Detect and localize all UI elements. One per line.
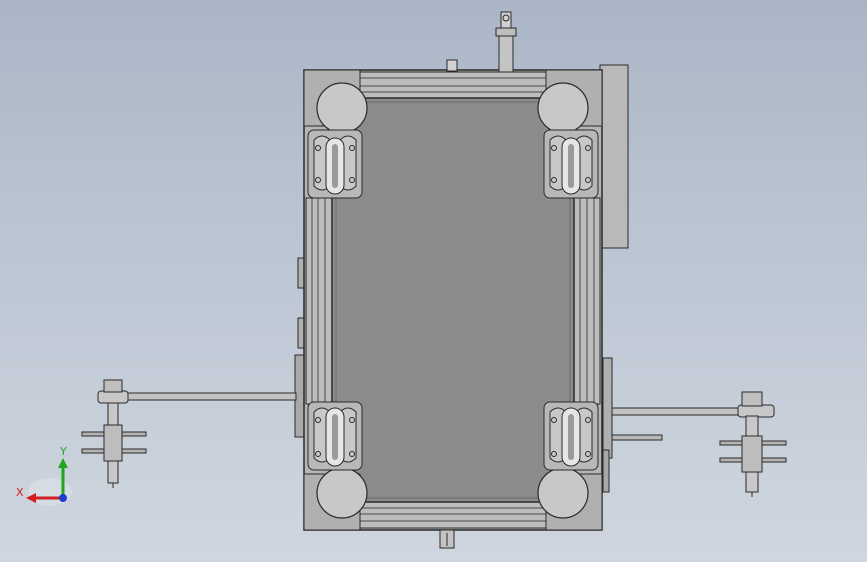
caster-wheel-top-left xyxy=(307,129,363,199)
center-panel xyxy=(331,97,575,503)
side-plate-right xyxy=(599,64,629,493)
roller-bottom-right xyxy=(537,467,603,531)
roller-bottom-left xyxy=(303,467,368,531)
triad-x-arrow xyxy=(26,493,36,503)
triad-x-label: X xyxy=(16,486,24,499)
axis-triad: Y X xyxy=(16,445,72,506)
caster-wheel-top-right xyxy=(543,129,599,199)
bottom-fitting xyxy=(439,529,455,549)
triad-y-arrow xyxy=(58,458,68,468)
caster-wheel-bottom-left xyxy=(307,401,363,471)
arm-assembly-left xyxy=(81,379,297,488)
caster-wheel-bottom-right xyxy=(543,401,599,471)
arm-assembly-right xyxy=(611,391,787,497)
triad-y-label: Y xyxy=(59,445,67,458)
top-fitting xyxy=(446,11,517,73)
roller-top-left xyxy=(303,69,368,134)
roller-top-right xyxy=(537,69,603,134)
triad-z-axis xyxy=(59,494,67,502)
